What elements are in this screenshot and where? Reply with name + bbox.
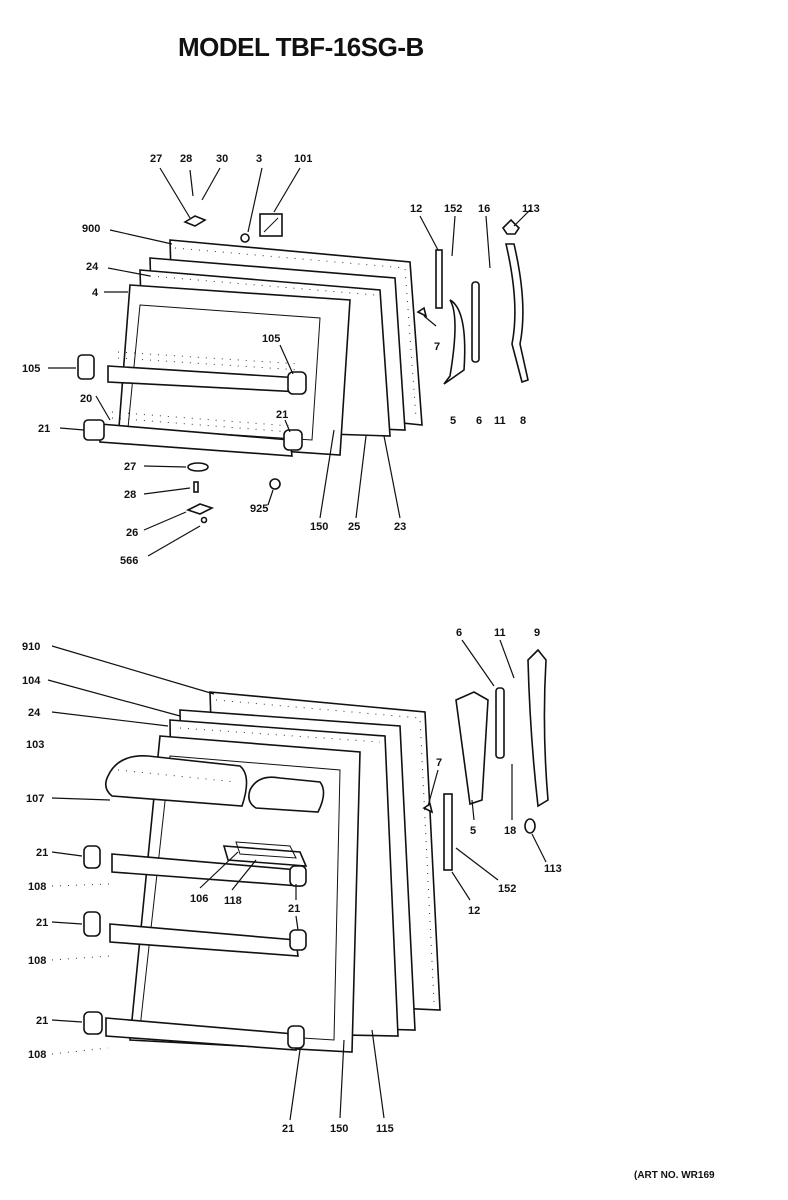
- label-12-lower: 12: [468, 905, 480, 917]
- shelf-end-cap-left-lower: [83, 419, 105, 441]
- lower-handle-trim: [495, 687, 505, 759]
- label-23: 23: [394, 521, 406, 533]
- label-6: 6: [476, 415, 482, 427]
- label-18: 18: [504, 825, 516, 837]
- shelf-cap-left-1: [83, 845, 101, 869]
- label-108-2: 108: [28, 955, 46, 967]
- label-106: 106: [190, 893, 208, 905]
- label-21-lower-right: 21: [288, 903, 300, 915]
- shelf-end-cap-right-lower: [283, 429, 303, 451]
- door-handle: [443, 299, 466, 385]
- handle-mount-strip: [435, 249, 443, 309]
- label-20: 20: [80, 393, 92, 405]
- shelf-cap-left-3: [83, 1011, 103, 1035]
- bottom-leader-lines: [47, 639, 547, 1121]
- label-26: 26: [126, 527, 138, 539]
- door-shelf-middle: [109, 923, 299, 957]
- fresh-food-door-assembly: [83, 648, 549, 1053]
- top-hinge-bracket: [183, 215, 207, 227]
- label-101: 101: [294, 153, 312, 165]
- label-30: 30: [216, 153, 228, 165]
- label-113: 113: [522, 203, 540, 215]
- lower-screw-cap: [524, 818, 536, 834]
- shelf-cap-right-3: [287, 1025, 305, 1049]
- label-118: 118: [224, 895, 242, 907]
- hinge-pin: [200, 516, 208, 524]
- label-24-lower: 24: [28, 707, 41, 719]
- label-24: 24: [86, 261, 99, 273]
- label-21-lower-3: 21: [36, 1015, 48, 1027]
- screw-cap: [501, 218, 521, 235]
- bottom-hinge-shim: [187, 462, 209, 472]
- bottom-part-labels: 910 104 24 103 107 21 108 21 108 21 108 …: [22, 627, 562, 1135]
- label-3: 3: [256, 153, 262, 165]
- label-11: 11: [494, 415, 506, 427]
- dairy-compartment-door: [104, 755, 248, 807]
- label-113-lower: 113: [544, 863, 562, 875]
- label-21-lower-bottom: 21: [282, 1123, 294, 1135]
- inner-door-liner: [117, 284, 351, 456]
- label-108-3: 108: [28, 1049, 46, 1061]
- label-27-bottom: 27: [124, 461, 136, 473]
- label-105-right: 105: [262, 333, 280, 345]
- label-28: 28: [180, 153, 192, 165]
- label-25: 25: [348, 521, 360, 533]
- label-105-left: 105: [22, 363, 40, 375]
- shelf-cap-left-2: [83, 911, 101, 937]
- handle-end-cap: [416, 306, 428, 318]
- top-part-labels: 27 28 30 3 101 900 24 4 105 20 105 21 21…: [22, 153, 540, 567]
- label-103: 103: [26, 739, 44, 751]
- bottom-hinge-spacer: [193, 481, 199, 493]
- lower-mount-strip: [443, 793, 453, 871]
- label-21-lower-1: 21: [36, 847, 48, 859]
- bottom-hinge-bracket: [185, 503, 215, 515]
- label-21-right: 21: [276, 409, 288, 421]
- door-shelf-lower: [105, 1017, 297, 1051]
- lower-end-cap: [422, 802, 434, 814]
- label-900: 900: [82, 223, 100, 235]
- handle-trim: [471, 281, 480, 363]
- label-11-lower: 11: [494, 627, 506, 639]
- label-152-lower: 152: [498, 883, 516, 895]
- lower-handle-cover: [527, 648, 549, 808]
- label-4: 4: [92, 287, 99, 299]
- hinge-bushing: [240, 233, 250, 243]
- label-8: 8: [520, 415, 526, 427]
- freezer-door-assembly: [77, 213, 529, 524]
- lower-handle: [455, 691, 489, 806]
- handle-cover: [504, 243, 529, 384]
- label-21-left: 21: [38, 423, 50, 435]
- label-5-lower: 5: [470, 825, 476, 837]
- label-115: 115: [376, 1123, 394, 1135]
- shelf-end-cap-right-upper: [287, 371, 307, 395]
- label-12: 12: [410, 203, 422, 215]
- label-910: 910: [22, 641, 40, 653]
- label-27: 27: [150, 153, 162, 165]
- door-stop: [269, 478, 281, 490]
- label-150-lower: 150: [330, 1123, 348, 1135]
- label-7: 7: [434, 341, 440, 353]
- shelf-cap-right-2: [289, 929, 307, 951]
- label-108-1: 108: [28, 881, 46, 893]
- model-title: MODEL TBF-16SG-B: [178, 32, 424, 62]
- label-16: 16: [478, 203, 490, 215]
- label-21-lower-2: 21: [36, 917, 48, 929]
- label-566: 566: [120, 555, 138, 567]
- label-107: 107: [26, 793, 44, 805]
- label-152: 152: [444, 203, 462, 215]
- butter-compartment-door: [248, 776, 325, 813]
- label-5: 5: [450, 415, 456, 427]
- shelf-end-cap-left-upper: [77, 354, 95, 380]
- label-925: 925: [250, 503, 268, 515]
- label-150: 150: [310, 521, 328, 533]
- label-104: 104: [22, 675, 41, 687]
- top-leader-lines: [48, 167, 531, 557]
- label-6-lower: 6: [456, 627, 462, 639]
- shelf-cap-right-1: [289, 865, 307, 887]
- art-number: (ART NO. WR169: [634, 1170, 715, 1181]
- label-9: 9: [534, 627, 540, 639]
- label-7-lower: 7: [436, 757, 442, 769]
- label-28-bottom: 28: [124, 489, 136, 501]
